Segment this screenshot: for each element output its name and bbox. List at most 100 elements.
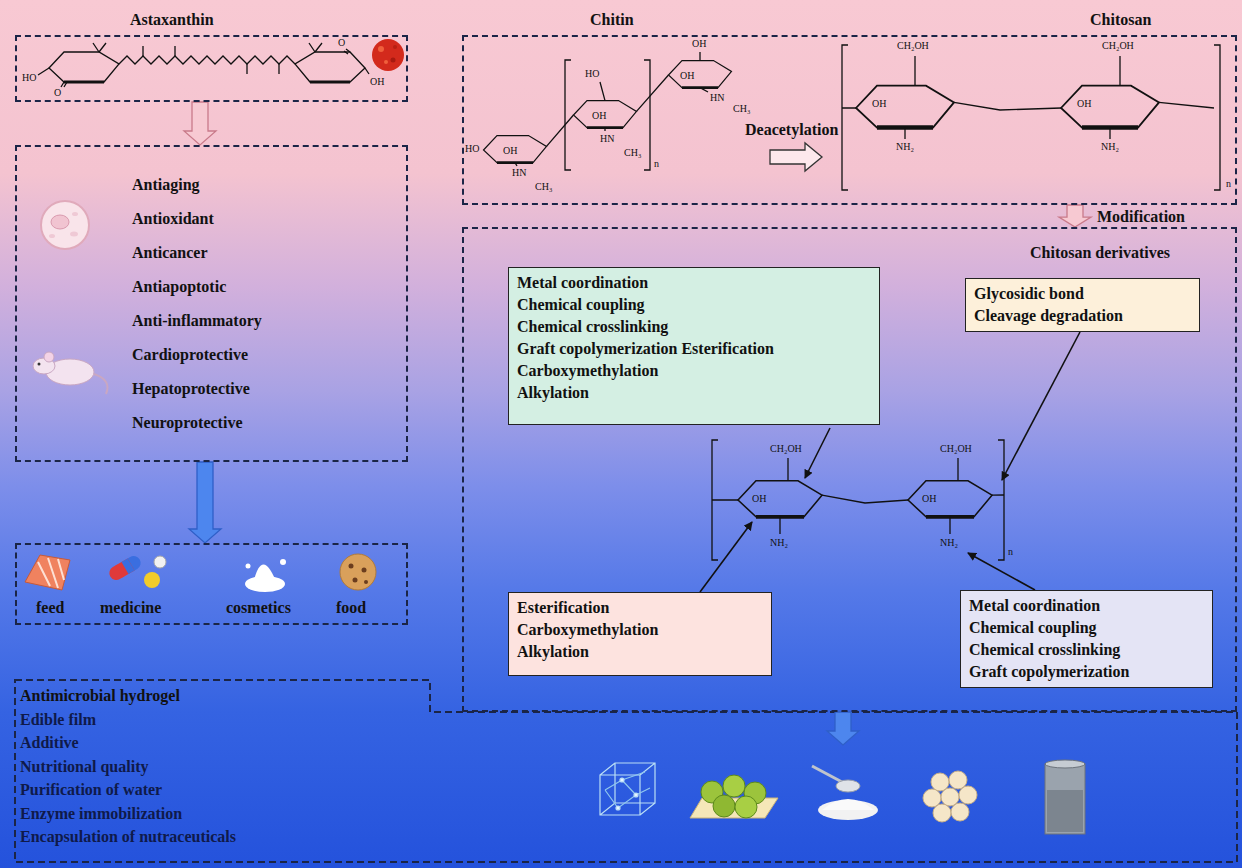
panel-text: Neuroprotective <box>132 413 242 432</box>
block-arrow <box>827 712 859 745</box>
formula-label: OH <box>370 76 384 88</box>
panel-text: Hepatoprotective <box>132 379 250 398</box>
chitosan-structure <box>842 45 1220 190</box>
mouse-icon <box>33 352 108 394</box>
formula-label: CH₂OH <box>1102 40 1134 52</box>
deacetylation-arrow <box>770 143 822 171</box>
panel-text: cosmetics <box>226 598 291 617</box>
powder-icon <box>812 766 878 820</box>
panel-text: Anti-inflammatory <box>132 311 262 330</box>
panel-text: Purification of water <box>20 780 162 799</box>
box-text: Carboxymethylation <box>517 360 871 382</box>
formula-label: CH₃ <box>733 103 750 115</box>
pill-icon <box>107 553 166 588</box>
block-arrow <box>1059 205 1091 227</box>
block-arrow <box>189 462 221 543</box>
cookie-icon <box>340 554 376 590</box>
formula-label: O <box>54 87 61 99</box>
astaxanthin-structure <box>38 43 369 87</box>
formula-label: OH <box>872 98 886 110</box>
formula-label: NH₂ <box>770 537 788 549</box>
dashed-panel: ChitinDeacetylationChitosan <box>462 35 1237 205</box>
panel-text: Antimicrobial hydrogel <box>20 686 180 705</box>
process-box: Glycosidic bondCleavage degradation <box>965 278 1200 332</box>
panel-text: Cardioprotective <box>132 345 248 364</box>
box-text: Metal coordination <box>517 272 871 294</box>
panel-text: Nutritional quality <box>20 757 148 776</box>
box-text: Alkylation <box>517 382 871 404</box>
block-arrow <box>184 102 216 145</box>
process-box: Metal coordinationChemical couplingChemi… <box>960 590 1213 688</box>
box-text: Graft copolymerization Esterification <box>517 338 871 360</box>
dashed-panel: feed medicine cosmetics food <box>15 543 408 625</box>
box-text: Chemical coupling <box>517 294 871 316</box>
formula-label: NH₂ <box>896 141 914 153</box>
formula-label: CH₃ <box>535 181 552 193</box>
region-outline <box>15 680 1237 862</box>
box-text: Glycosidic bond <box>974 283 1191 305</box>
formula-label: OH <box>592 110 606 122</box>
bead-icon <box>923 771 977 822</box>
box-text: Chemical crosslinking <box>969 639 1204 661</box>
process-box: EsterificationCarboxymethylationAlkylati… <box>508 592 772 676</box>
panel-heading: Chitin <box>590 10 634 29</box>
box-text: Alkylation <box>517 641 763 663</box>
formula-label: CH₃ <box>624 147 641 159</box>
box-text: Cleavage degradation <box>974 305 1191 327</box>
formula-label: HO <box>585 68 599 80</box>
formula-label: n <box>1226 178 1231 190</box>
chitin-structure <box>484 52 732 170</box>
panel-text: Chitosan derivatives <box>1030 243 1170 262</box>
panel-text: Antiapoptotic <box>132 277 226 296</box>
hydrogel-icon <box>600 763 655 815</box>
box-text: Graft copolymerization <box>969 661 1204 683</box>
cell-icon <box>41 201 89 249</box>
panel-text: Enzyme immobilization <box>20 804 182 823</box>
dashed-panel: Chitosan derivativesMetal coordinationCh… <box>462 227 1237 712</box>
formula-label: CH₂OH <box>897 40 929 52</box>
formula-label: CH₂OH <box>770 443 802 455</box>
formula-label: O <box>338 37 345 49</box>
formula-label: HN <box>600 133 614 145</box>
derivative-structure <box>712 440 1004 560</box>
formula-label: HO <box>22 72 36 84</box>
formula-label: OH <box>692 38 706 50</box>
milk-icon <box>245 559 286 592</box>
panel-text: medicine <box>100 598 161 617</box>
panel-text: food <box>336 598 366 617</box>
panel-heading: Chitosan <box>1090 10 1151 29</box>
formula-label: NH₂ <box>1101 141 1119 153</box>
edge-label: Modification <box>1097 207 1185 226</box>
formula-label: n <box>1008 546 1013 558</box>
panel-heading: Astaxanthin <box>130 10 214 29</box>
panel-text: Antiaging <box>132 175 200 194</box>
formula-label: OH <box>503 145 517 157</box>
panel-text: feed <box>36 598 64 617</box>
panel-text: Encapsulation of nutraceuticals <box>20 827 236 846</box>
formula-label: HO <box>465 143 479 155</box>
panel-text: Edible film <box>20 710 96 729</box>
formula-label: CH₂OH <box>940 443 972 455</box>
box-text: Esterification <box>517 597 763 619</box>
formula-label: OH <box>752 493 766 505</box>
formula-label: HN <box>710 92 724 104</box>
dashed-panel: AntiagingAntioxidantAnticancerAntiapopto… <box>15 145 408 462</box>
formula-label: n <box>654 158 659 170</box>
application-region: Antimicrobial hydrogelEdible filmAdditiv… <box>15 680 430 862</box>
box-text: Chemical coupling <box>969 617 1204 639</box>
panel-text: Antioxidant <box>132 209 214 228</box>
box-text: Carboxymethylation <box>517 619 763 641</box>
panel-text: Anticancer <box>132 243 208 262</box>
box-text: Metal coordination <box>969 595 1204 617</box>
fruit-icon <box>690 775 778 818</box>
salmon-icon <box>25 555 70 590</box>
process-box: Metal coordinationChemical couplingChemi… <box>508 267 880 425</box>
formula-label: OH <box>922 493 936 505</box>
box-text: Chemical crosslinking <box>517 316 871 338</box>
formula-label: HN <box>512 167 526 179</box>
panel-text: Additive <box>20 733 79 752</box>
beaker-icon <box>1045 760 1085 834</box>
dashed-panel: Astaxanthin <box>15 35 408 102</box>
